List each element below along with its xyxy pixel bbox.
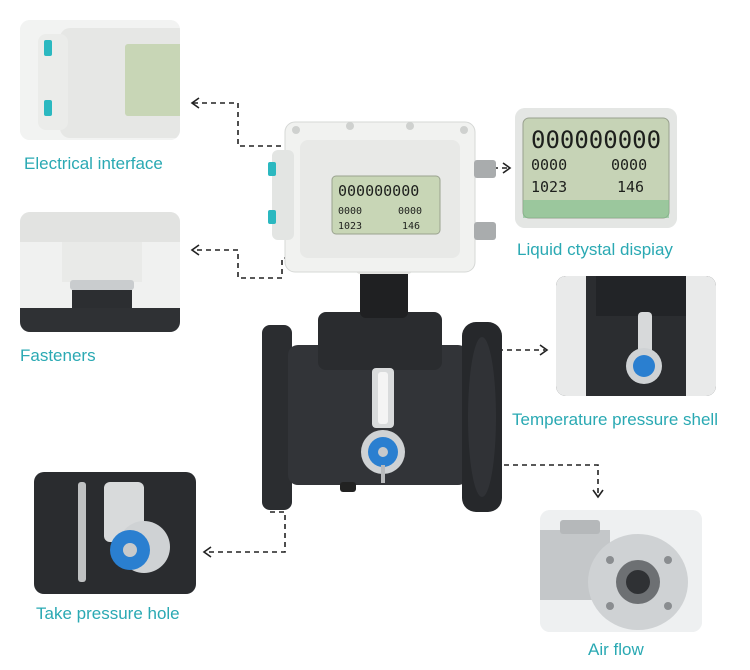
label-fasteners: Fasteners [20, 346, 96, 365]
label-take-pressure-hole: Take pressure hole [36, 604, 180, 623]
label-liquid-crystal-display: Liquid ctystal dispiay [517, 240, 673, 259]
zoom-lcd-mid-left: 0000 [531, 156, 567, 174]
zoom-lcd-mid-right: 0000 [611, 156, 647, 174]
zoom-lcd-bottom-right: 146 [617, 178, 644, 196]
main-lcd-readout: 000000000 0000 0000 1023 146 [338, 182, 422, 232]
lcd-top-row: 000000000 [338, 182, 419, 200]
arrowheads [190, 97, 604, 558]
label-electrical-interface: Electrical interface [24, 154, 163, 173]
thumb-liquid-crystal-display: 000000000 0000 0000 1023 146 [515, 108, 677, 228]
connector-electrical-interface [193, 102, 290, 147]
lcd-bottom-right: 146 [402, 221, 420, 232]
lcd-bottom-left: 1023 [338, 221, 362, 232]
label-temperature-pressure-shell: Temperature pressure shell [512, 410, 718, 429]
zoom-lcd-top-row: 000000000 [531, 126, 661, 154]
lcd-mid-left: 0000 [338, 206, 362, 217]
thumb-temperature-pressure-shell [556, 276, 716, 396]
thumb-fasteners [20, 212, 180, 332]
converter-housing [268, 121, 496, 273]
label-air-flow: Air flow [588, 640, 644, 659]
connector-air-flow [495, 464, 599, 495]
lcd-mid-right: 0000 [398, 206, 422, 217]
connector-fasteners [193, 249, 298, 279]
thumb-take-pressure-hole [34, 472, 196, 594]
zoom-lcd-bottom-left: 1023 [531, 178, 567, 196]
connector-take-pressure-hole [205, 511, 286, 553]
flowmeter-body [262, 264, 502, 512]
thumb-air-flow [540, 510, 702, 632]
thumb-electrical-interface [20, 20, 180, 140]
